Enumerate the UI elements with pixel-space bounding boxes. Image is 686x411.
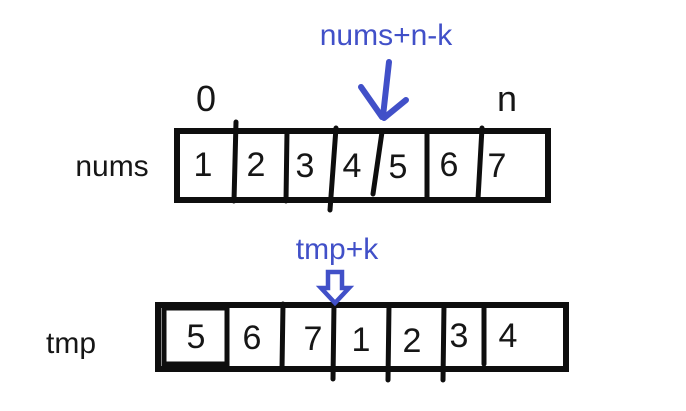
tmp-cell-value: 6	[242, 319, 262, 357]
nums-index-end-label: n	[496, 78, 518, 119]
tmp-cell-value: 2	[402, 322, 422, 360]
nums-array-box	[174, 119, 551, 213]
tmp-cell-value: 7	[303, 320, 323, 358]
nums-array-label: nums	[75, 150, 149, 183]
nums-cell-value: 5	[388, 148, 408, 186]
nums-cell-value: 7	[487, 147, 507, 185]
nums-pointer-arrow-icon	[358, 59, 409, 121]
nums-cell-value: 2	[246, 146, 266, 184]
nums-cell-value: 1	[193, 146, 213, 184]
tmp-cell-value: 1	[351, 321, 371, 359]
tmp-cell-value: 5	[186, 318, 206, 356]
tmp-array-box	[155, 301, 569, 383]
tmp-cell-value: 4	[498, 317, 518, 355]
nums-cell-value: 4	[342, 147, 362, 185]
nums-cell-value: 3	[295, 147, 315, 185]
nums-index-start-label: 0	[195, 78, 217, 119]
tmp-cell-value: 3	[449, 317, 469, 355]
tmp-array-label: tmp	[45, 327, 97, 360]
tmp-pointer-label: tmp+k	[295, 233, 379, 266]
nums-cell-value: 6	[439, 146, 459, 184]
tmp-pointer-arrow-icon	[315, 269, 355, 307]
nums-pointer-label: nums+n-k	[319, 19, 453, 52]
